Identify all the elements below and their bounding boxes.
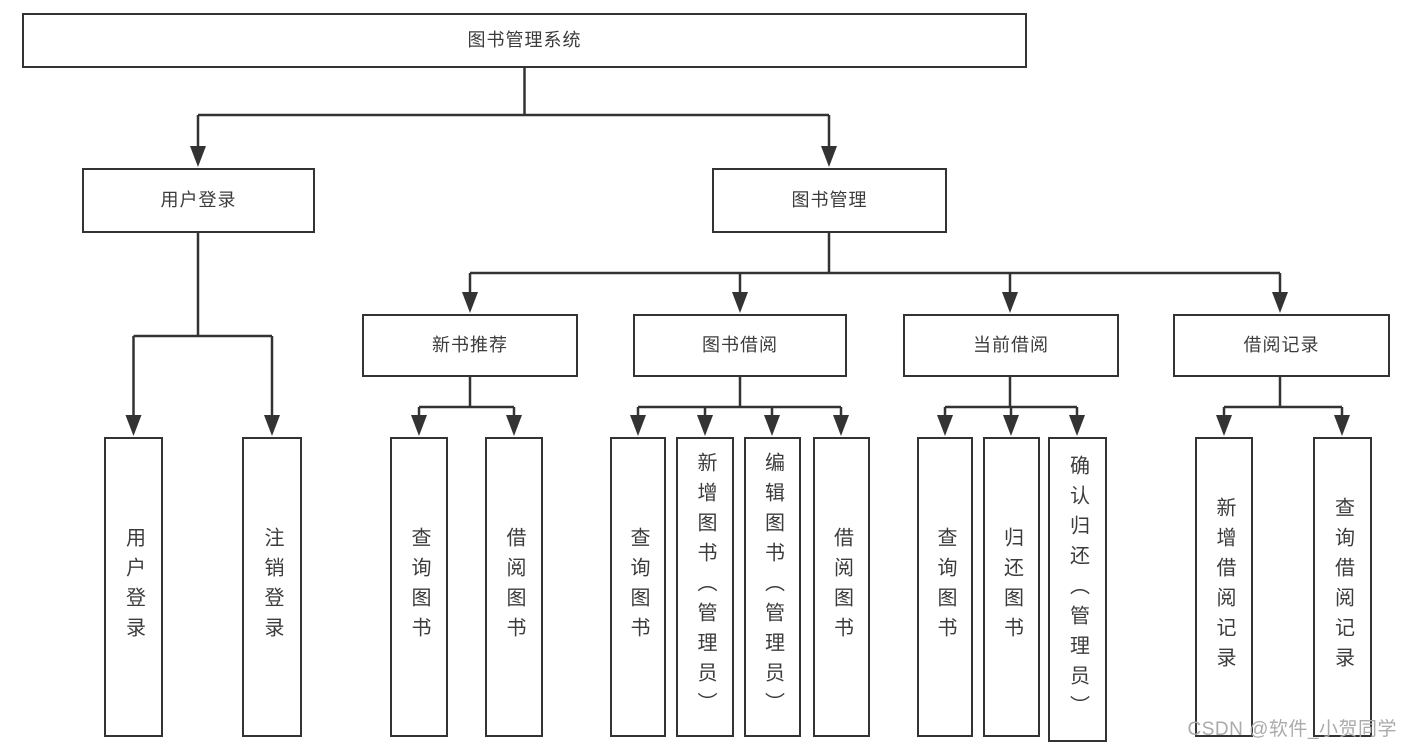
node-label: 当前借阅 xyxy=(973,334,1049,355)
node-book-management: 图书管理 xyxy=(712,168,947,233)
leaf-logout: 注销登录 xyxy=(242,437,302,737)
node-user-login: 用户登录 xyxy=(82,168,315,233)
leaf-query-books-2: 查询图书 xyxy=(610,437,666,737)
node-label: 新书推荐 xyxy=(432,334,508,355)
node-label: 归还图书 xyxy=(1000,527,1023,647)
node-label: 借阅记录 xyxy=(1243,334,1320,355)
node-label: 借阅图书 xyxy=(830,527,853,647)
node-label: 图书管理 xyxy=(791,189,868,210)
arrowheads xyxy=(125,146,1350,436)
leaf-add-borrowing-record: 新增借阅记录 xyxy=(1195,437,1253,737)
node-label: 查询图书 xyxy=(934,527,956,647)
node-label: 查询借阅记录 xyxy=(1331,497,1354,677)
leaf-add-books-admin: 新增图书（管理员） xyxy=(676,437,734,737)
node-book-borrowing: 图书借阅 xyxy=(633,314,847,377)
leaf-borrow-books-1: 借阅图书 xyxy=(485,437,543,737)
leaf-return-books: 归还图书 xyxy=(983,437,1040,737)
leaf-borrow-books-2: 借阅图书 xyxy=(813,437,870,737)
csdn-watermark: CSDN @软件_小贺同学 xyxy=(1187,719,1397,740)
node-label: 新增图书（管理员） xyxy=(694,452,716,722)
node-library-management-system: 图书管理系统 xyxy=(22,13,1027,68)
leaf-query-books-3: 查询图书 xyxy=(917,437,973,737)
node-label: 查询图书 xyxy=(408,527,430,647)
node-label: 用户登录 xyxy=(160,189,237,210)
node-current-borrowing: 当前借阅 xyxy=(903,314,1119,377)
node-new-book-recommendation: 新书推荐 xyxy=(362,314,578,377)
leaf-confirm-return-admin: 确认归还（管理员） xyxy=(1048,437,1107,742)
leaf-user-login: 用户登录 xyxy=(104,437,163,737)
node-borrowing-records: 借阅记录 xyxy=(1173,314,1390,377)
node-label: 注销登录 xyxy=(261,527,283,647)
leaf-query-borrowing-record: 查询借阅记录 xyxy=(1313,437,1372,737)
node-label: 查询图书 xyxy=(627,527,649,647)
node-label: 确认归还（管理员） xyxy=(1066,454,1089,725)
node-label: 新增借阅记录 xyxy=(1213,497,1235,677)
leaf-query-books-1: 查询图书 xyxy=(390,437,448,737)
node-label: 图书借阅 xyxy=(702,334,778,355)
node-label: 借阅图书 xyxy=(503,527,525,647)
node-label: 用户登录 xyxy=(122,527,145,647)
node-label: 编辑图书（管理员） xyxy=(761,452,784,722)
leaf-edit-books-admin: 编辑图书（管理员） xyxy=(744,437,801,737)
node-label: 图书管理系统 xyxy=(467,29,582,50)
